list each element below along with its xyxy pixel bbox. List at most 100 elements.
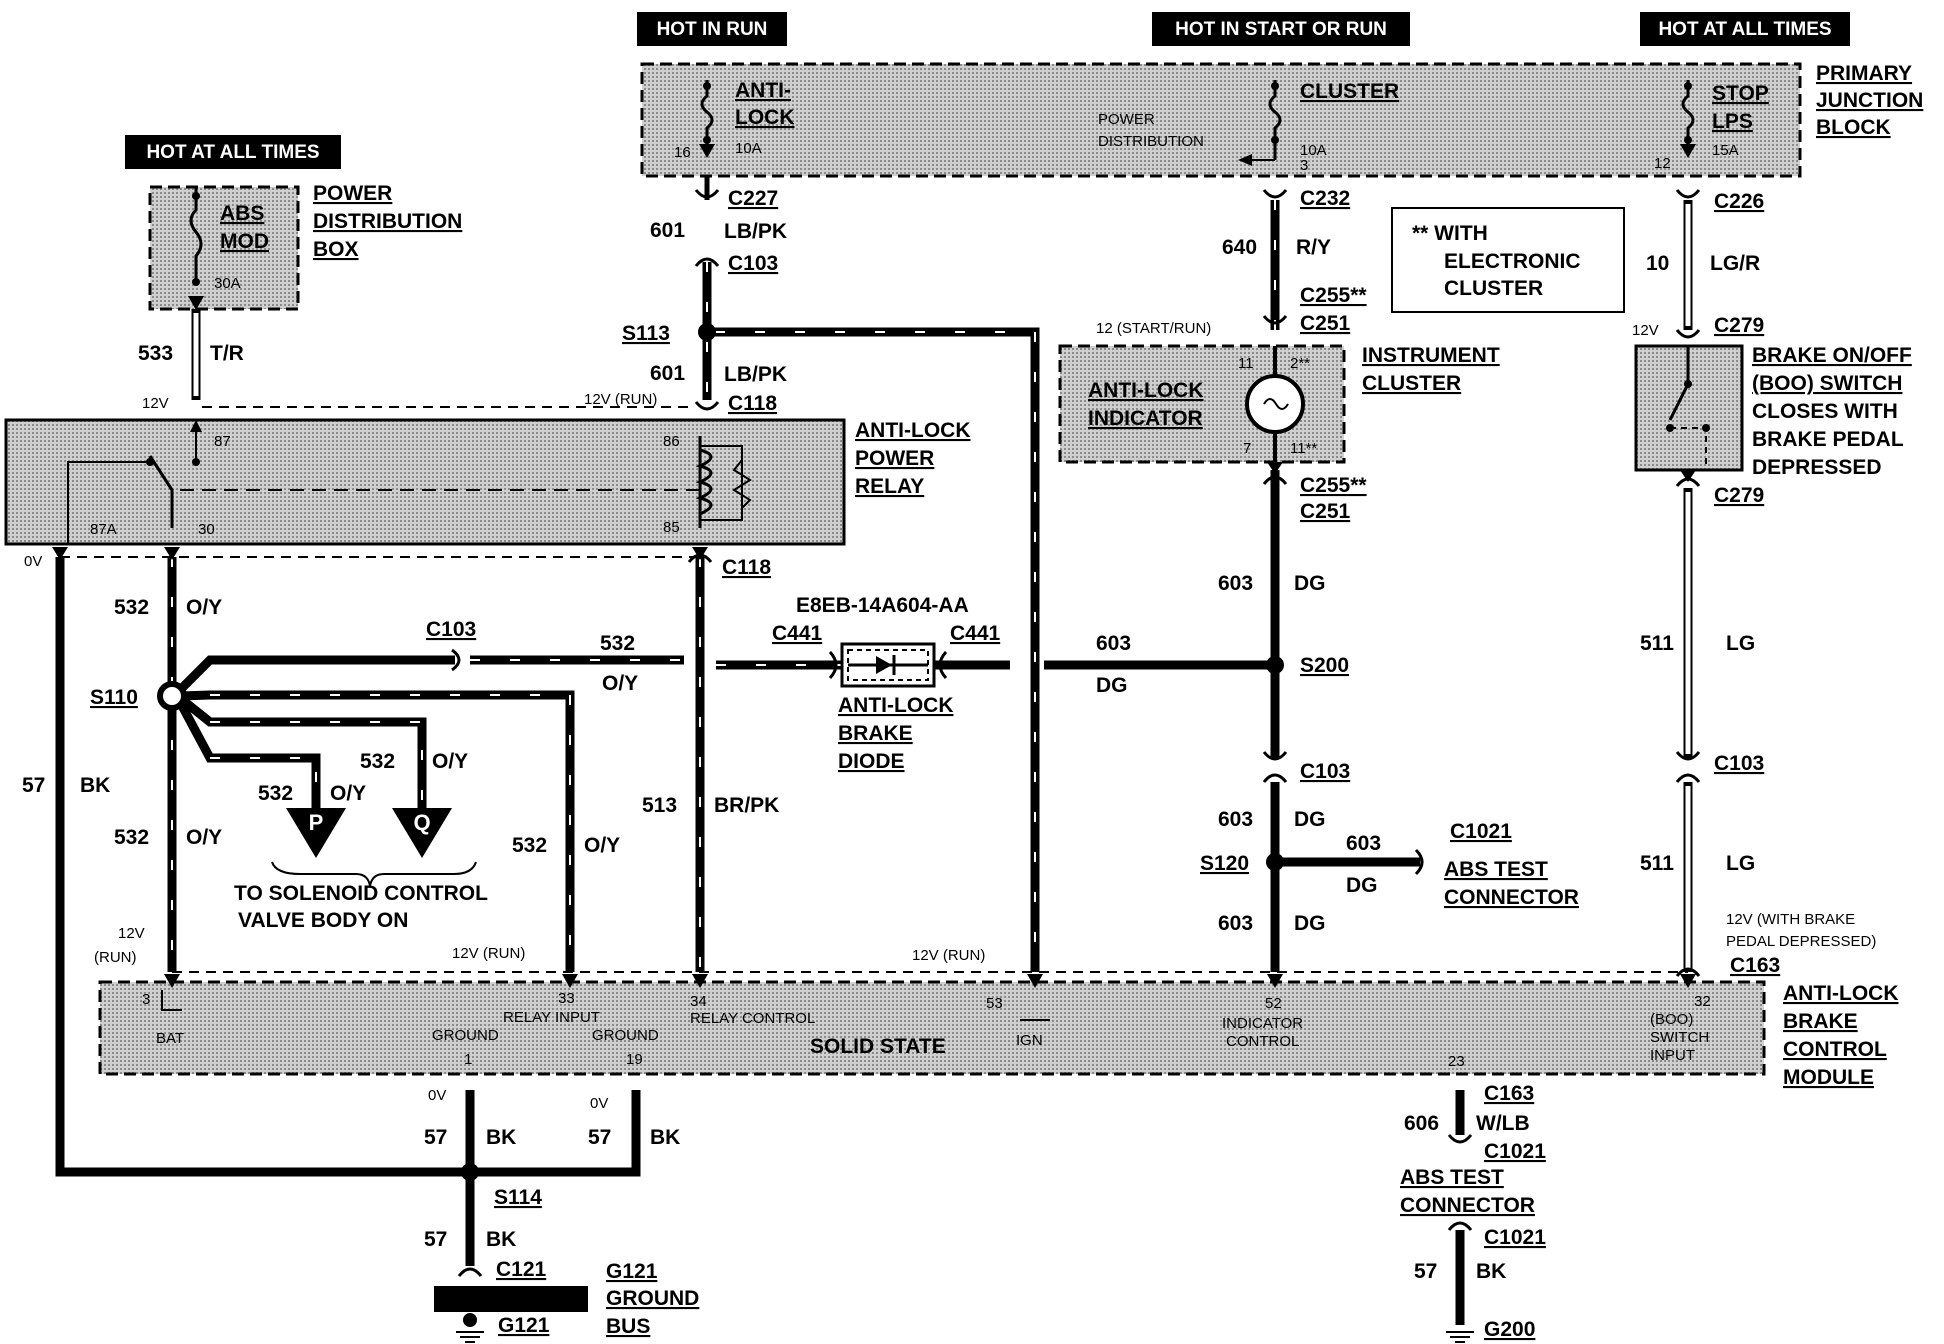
power-distribution-1: POWER xyxy=(1098,111,1155,128)
pjb-title-1: PRIMARY xyxy=(1816,62,1912,85)
boo-desc-1: CLOSES WITH xyxy=(1752,400,1898,423)
connector-c121-icon xyxy=(457,1267,483,1277)
abs-test-connector-2a: ABS TEST xyxy=(1400,1166,1504,1189)
w57d-color: BK xyxy=(486,1228,516,1251)
v0-g19: 0V xyxy=(590,1095,608,1112)
connector-c103b-icon xyxy=(451,648,461,672)
g121-bus-2: GROUND xyxy=(606,1287,699,1310)
v12run-left-2: (RUN) xyxy=(94,949,137,966)
relay-pin-85: 85 xyxy=(663,519,680,536)
splice-s200 xyxy=(1266,656,1284,674)
c163b-label: C163 xyxy=(1484,1082,1534,1105)
w511b-num: 511 xyxy=(1640,852,1674,875)
w532a-num: 532 xyxy=(114,596,149,619)
abs-test-connector-2b: CONNECTOR xyxy=(1400,1194,1535,1217)
w532d-color: O/Y xyxy=(330,782,366,805)
relay-pin-30: 30 xyxy=(198,521,215,538)
w603b-num: 603 xyxy=(1096,632,1131,655)
abs-test-connector-1a: ABS TEST xyxy=(1444,858,1548,881)
module-pin-1: 1 xyxy=(464,1051,472,1068)
connector-c255-icon xyxy=(1262,315,1288,325)
module-pin-3: 3 xyxy=(142,991,150,1008)
indicator-label-1: ANTI-LOCK xyxy=(1088,379,1203,402)
v12-boo: 12V xyxy=(1632,322,1659,339)
fuse-anti-lock-rating: 10A xyxy=(735,140,762,157)
s113-label: S113 xyxy=(622,322,670,345)
wires xyxy=(55,176,1693,1325)
module-pin-34: 34 xyxy=(690,993,707,1010)
w603e-color: DG xyxy=(1294,912,1326,935)
c163a-label: C163 xyxy=(1730,954,1780,977)
w57c-num: 57 xyxy=(588,1126,611,1149)
v12run-left-1: 12V xyxy=(118,925,145,942)
diode-title-1: ANTI-LOCK xyxy=(838,694,953,717)
g121-label: G121 xyxy=(498,1314,550,1337)
fuse-abs-mod-name-1: ABS xyxy=(220,202,264,225)
fuse-anti-lock-icon xyxy=(700,80,714,145)
w513-color: BR/PK xyxy=(714,794,779,817)
splice-s113 xyxy=(698,323,716,341)
connector-c163a-icon xyxy=(1675,967,1701,977)
c1021b-label: C1021 xyxy=(1484,1140,1546,1163)
c279a-label: C279 xyxy=(1714,314,1764,337)
c1021a-label: C1021 xyxy=(1450,820,1512,843)
w57b-color: BK xyxy=(486,1126,516,1149)
boo-switch: BRAKE ON/OFF (BOO) SWITCH CLOSES WITH BR… xyxy=(1634,344,1912,479)
connector-c103d2-icon xyxy=(1675,773,1701,783)
c226-label: C226 xyxy=(1714,190,1764,213)
w57e-color: BK xyxy=(1476,1260,1506,1283)
fuse-anti-lock-name-2: LOCK xyxy=(735,106,795,129)
relay-pin-87a: 87A xyxy=(90,521,117,538)
note-box: ** WITH ELECTRONIC CLUSTER xyxy=(1391,207,1625,313)
note-line-1: ** WITH xyxy=(1412,222,1488,245)
w532f-num: 532 xyxy=(512,834,547,857)
solenoid-q-icon xyxy=(392,808,452,858)
cluster-pin-11: 11 xyxy=(1238,355,1254,372)
module-relay-input-label: RELAY INPUT xyxy=(503,1009,600,1026)
c441b-label: C441 xyxy=(950,622,1001,645)
w532e-color: O/Y xyxy=(186,826,222,849)
c103d-label: C103 xyxy=(1714,752,1764,775)
w532a-color: O/Y xyxy=(186,596,222,619)
connector-c103d-icon xyxy=(1675,751,1701,761)
w606-color: W/LB xyxy=(1476,1112,1530,1135)
splices xyxy=(157,323,1284,1181)
w533-num: 533 xyxy=(138,342,173,365)
solenoid-q-label: Q xyxy=(413,810,430,835)
w601a-num: 601 xyxy=(650,219,685,242)
anti-lock-power-relay: ANTI-LOCK POWER RELAY 87 87A 30 86 85 xyxy=(4,418,970,546)
power-distribution-2: DISTRIBUTION xyxy=(1098,133,1204,150)
c255a-label: C255** xyxy=(1300,284,1367,307)
module-pin-23: 23 xyxy=(1448,1053,1465,1070)
solenoid-p-icon xyxy=(286,808,346,858)
c103-label: C103 xyxy=(728,252,778,275)
module-pin-53: 53 xyxy=(986,995,1003,1012)
c103b-label: C103 xyxy=(426,618,476,641)
module-ign-label: IGN xyxy=(1016,1032,1043,1049)
solenoid-p-label: P xyxy=(309,810,324,835)
boo-desc-2: BRAKE PEDAL xyxy=(1752,428,1904,451)
v12-533: 12V xyxy=(142,395,169,412)
w511b-color: LG xyxy=(1726,852,1755,875)
w10-num: 10 xyxy=(1646,252,1669,275)
cluster-pin-2: 2** xyxy=(1290,355,1310,372)
fuse-stop-lps-icon xyxy=(1681,80,1695,145)
relay-pin-87: 87 xyxy=(214,433,231,450)
header-hot-at-all-times-1-text: HOT AT ALL TIMES xyxy=(146,142,319,163)
v12run-ign: 12V (RUN) xyxy=(912,947,985,964)
module-bat-label: BAT xyxy=(156,1030,184,1047)
fuse-abs-mod-rating: 30A xyxy=(214,275,241,292)
power-distribution-box: ABS MOD 30A POWER DISTRIBUTION BOX xyxy=(148,182,462,311)
connector-c103c-icon xyxy=(1262,751,1288,761)
fuse-cluster-name: CLUSTER xyxy=(1300,80,1399,103)
connector-c118-icon xyxy=(694,401,720,411)
boo-title-2: (BOO) SWITCH xyxy=(1752,372,1902,395)
module-ground-1-label: GROUND xyxy=(432,1027,499,1044)
w603a-num: 603 xyxy=(1218,572,1253,595)
w603c-color: DG xyxy=(1294,808,1326,831)
module-title-2: BRAKE xyxy=(1783,1010,1858,1033)
splice-s120 xyxy=(1266,853,1284,871)
anti-lock-brake-control-module: ANTI-LOCK BRAKE CONTROL MODULE SOLID STA… xyxy=(98,971,1898,1089)
diode-part-number: E8EB-14A604-AA xyxy=(796,594,969,617)
fuse-anti-lock-name-1: ANTI- xyxy=(735,79,791,102)
